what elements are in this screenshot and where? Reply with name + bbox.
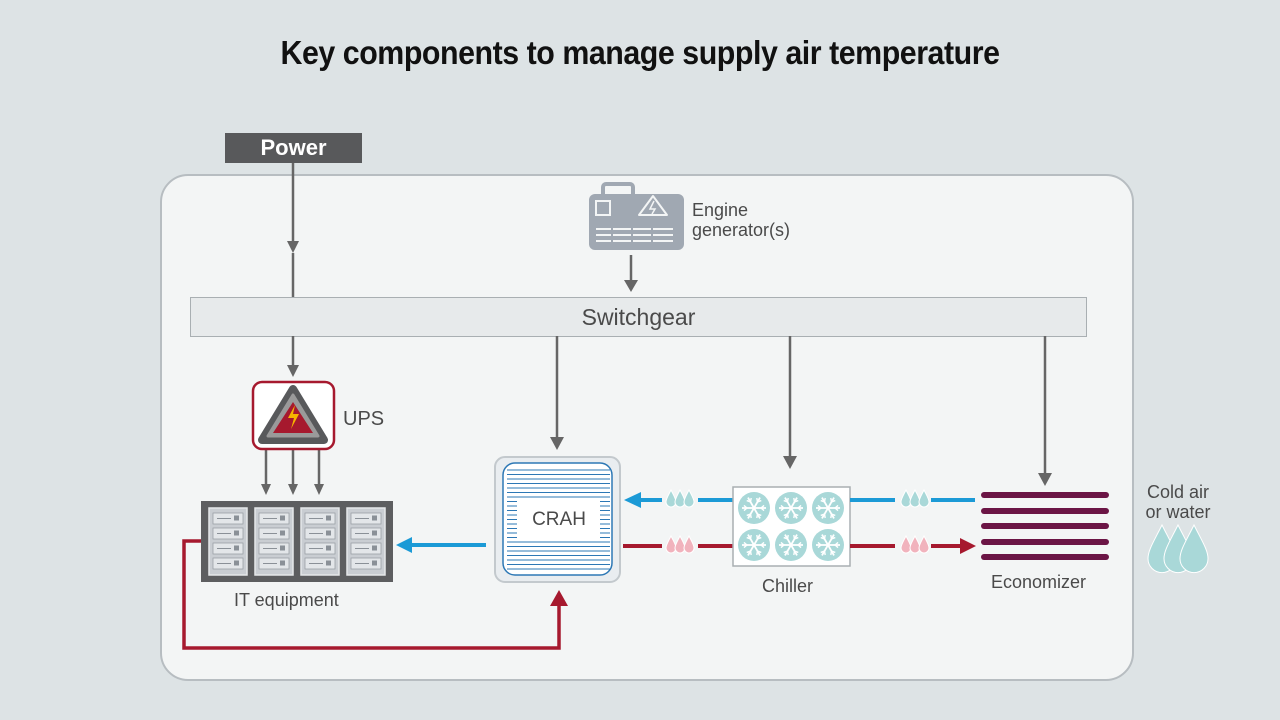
water-drop-icon	[665, 488, 677, 508]
it-equipment-label: IT equipment	[234, 590, 339, 610]
crah-label: CRAH	[518, 505, 600, 535]
diagram-title: Key components to manage supply air temp…	[280, 34, 1000, 71]
water-drop-icon	[683, 488, 695, 508]
ups-icon	[251, 380, 336, 451]
generator-arrowhead	[624, 280, 638, 292]
water-drop-icon	[900, 488, 912, 508]
hot-return-arrowhead	[550, 590, 568, 606]
snowflake-icon	[738, 529, 770, 561]
engine-generator-icon	[589, 182, 684, 250]
ups-label: UPS	[343, 408, 385, 430]
chiller-icon	[732, 486, 851, 567]
it-equipment-icon	[201, 501, 393, 582]
snowflake-icon	[775, 529, 807, 561]
water-drop-icon	[1179, 523, 1209, 574]
water-drop-icon	[674, 488, 686, 508]
server-rack-icon	[208, 507, 248, 576]
snowflake-icon	[775, 492, 807, 524]
bolt-icon	[288, 405, 299, 429]
water-drop-icon	[665, 534, 677, 554]
economizer-icon	[981, 492, 1109, 560]
snowflake-icon	[738, 492, 770, 524]
water-drop-icon	[909, 488, 921, 508]
water-drop-icon	[900, 534, 912, 554]
snowflake-icon	[812, 492, 844, 524]
server-rack-icon	[254, 507, 294, 576]
water-drop-icon	[674, 534, 686, 554]
cold-source-label: Cold air or water	[1145, 482, 1211, 522]
engine-generator-label: Engine generator(s)	[692, 200, 791, 240]
cold-supply-arrowhead	[396, 537, 412, 553]
power-source-label: Power	[225, 133, 362, 163]
server-rack-icon	[300, 507, 340, 576]
economizer-chiller-flows	[850, 498, 976, 554]
power-arrowhead	[287, 241, 299, 253]
hot-return-line	[182, 539, 568, 650]
water-drop-icon	[918, 534, 930, 554]
power-lines	[261, 163, 1052, 495]
server-rack-icon	[346, 507, 386, 576]
water-drop-icon	[683, 534, 695, 554]
fluid-drop-icons	[665, 488, 1209, 574]
snowflake-icon	[812, 529, 844, 561]
switchgear-bar: Switchgear	[190, 297, 1087, 337]
water-drop-icon	[909, 534, 921, 554]
switchgear-label: Switchgear	[581, 304, 696, 330]
chiller-label: Chiller	[762, 576, 814, 596]
economizer-label: Economizer	[991, 572, 1087, 592]
cold-supply-line	[396, 537, 486, 553]
water-drop-icon	[918, 488, 930, 508]
chiller-crah-flows	[623, 492, 733, 548]
